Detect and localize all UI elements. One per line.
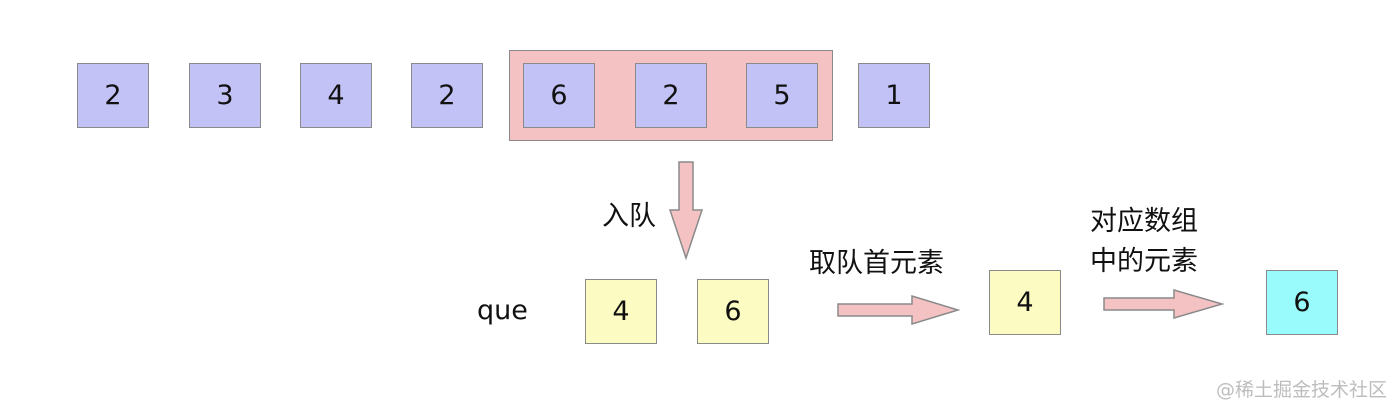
map-label-line1: 对应数组 bbox=[1090, 206, 1198, 237]
front-element-cell: 4 bbox=[989, 270, 1061, 335]
array-cell: 2 bbox=[77, 63, 149, 128]
queue-name-label: que bbox=[477, 295, 528, 326]
enqueue-arrow-icon bbox=[668, 161, 704, 261]
array-cell: 4 bbox=[300, 63, 372, 128]
array-cell: 6 bbox=[523, 63, 595, 128]
map-arrow-icon bbox=[1103, 289, 1225, 319]
array-cell: 3 bbox=[189, 63, 261, 128]
array-cell: 5 bbox=[746, 63, 818, 128]
array-cell: 1 bbox=[858, 63, 930, 128]
result-element-cell: 6 bbox=[1266, 270, 1338, 335]
queue-cell: 6 bbox=[697, 279, 769, 344]
enqueue-label: 入队 bbox=[602, 201, 656, 232]
take-front-arrow-icon bbox=[837, 294, 961, 326]
map-label-line2: 中的元素 bbox=[1090, 246, 1198, 277]
take-front-label: 取队首元素 bbox=[809, 248, 944, 279]
watermark: @稀土掘金技术社区 bbox=[1216, 379, 1388, 401]
queue-cell: 4 bbox=[585, 279, 657, 344]
array-cell: 2 bbox=[635, 63, 707, 128]
array-cell: 2 bbox=[411, 63, 483, 128]
